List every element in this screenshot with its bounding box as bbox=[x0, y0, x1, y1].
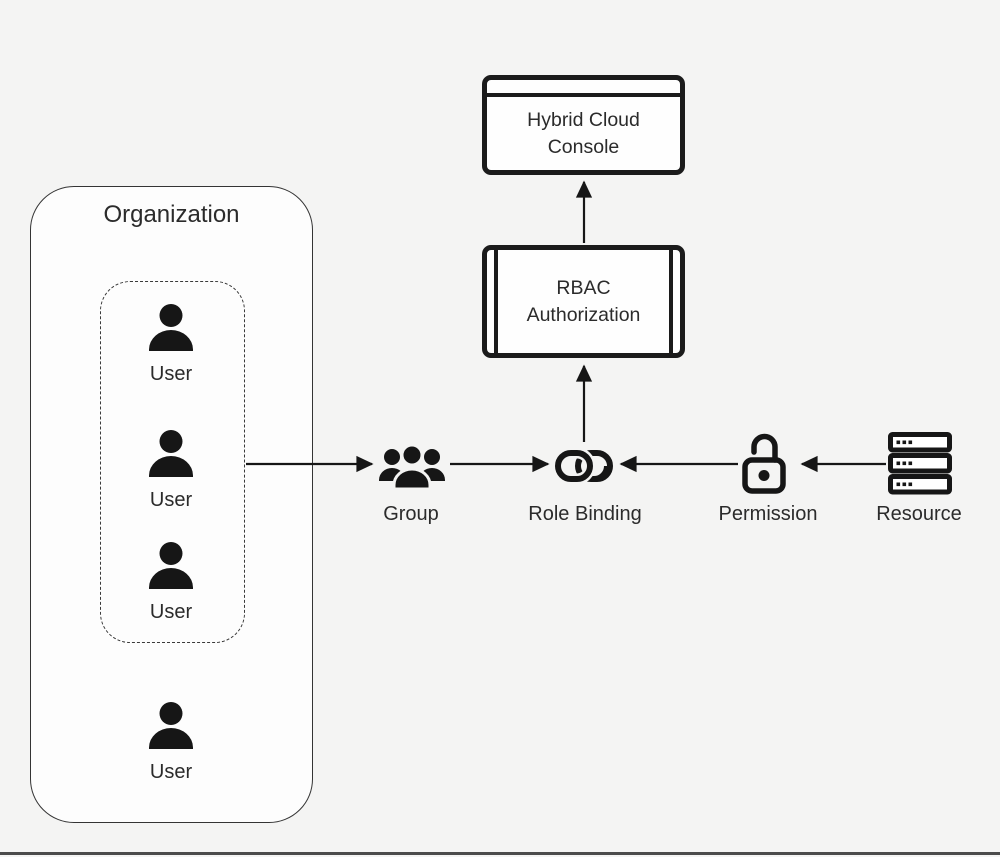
user-icon bbox=[149, 430, 193, 477]
console-title-strip bbox=[487, 80, 680, 97]
user-label: User bbox=[149, 761, 193, 783]
user-node: User bbox=[126, 304, 216, 386]
hybrid-cloud-console-box: Hybrid Cloud Console bbox=[482, 75, 685, 175]
user-group-dashed-box bbox=[100, 281, 245, 643]
rbac-left-bar bbox=[494, 250, 498, 353]
server-stack-icon bbox=[888, 432, 952, 495]
console-label: Hybrid Cloud Console bbox=[527, 108, 640, 158]
group-label: Group bbox=[383, 503, 439, 525]
group-icon bbox=[379, 444, 445, 489]
rbac-authorization-box: RBAC Authorization bbox=[482, 245, 685, 358]
user-label: User bbox=[149, 489, 193, 511]
role-binding-label: Role Binding bbox=[528, 503, 642, 525]
organization-title: Organization bbox=[103, 201, 240, 228]
rbac-label: RBAC Authorization bbox=[526, 276, 641, 326]
resource-label: Resource bbox=[876, 503, 962, 525]
user-label: User bbox=[149, 601, 193, 623]
user-icon bbox=[149, 542, 193, 589]
user-node: User bbox=[126, 702, 216, 784]
user-icon bbox=[149, 702, 193, 749]
user-label: User bbox=[149, 363, 193, 385]
bottom-rule bbox=[0, 852, 1000, 855]
permission-label: Permission bbox=[718, 503, 818, 525]
user-node: User bbox=[126, 542, 216, 624]
rbac-right-bar bbox=[669, 250, 673, 353]
open-padlock-icon bbox=[742, 433, 786, 494]
chain-link-icon bbox=[555, 450, 613, 482]
user-node: User bbox=[126, 430, 216, 512]
user-icon bbox=[149, 304, 193, 351]
